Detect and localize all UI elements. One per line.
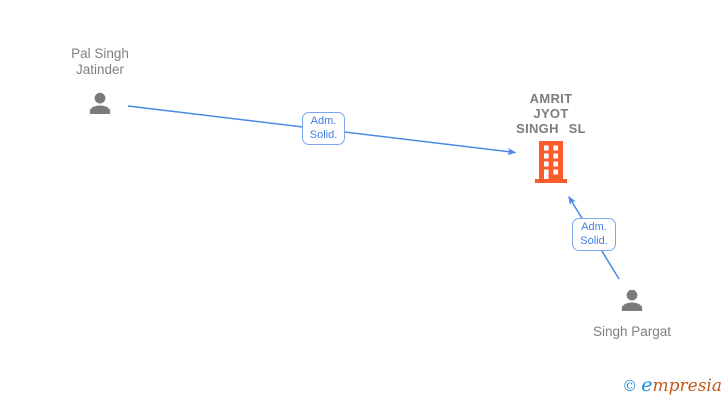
edge-label-adm-solid-1: Adm. Solid.	[302, 112, 345, 145]
person-icon	[587, 286, 677, 321]
node-person-singh-pargat[interactable]: Singh Pargat	[587, 286, 677, 340]
logo-brand-initial: e	[641, 374, 653, 396]
building-icon	[491, 141, 611, 188]
logo-brand-rest: mpresia	[652, 376, 723, 396]
empresia-logo[interactable]: ©empresia	[622, 374, 722, 396]
node-company-amrit-jyot-singh-sl[interactable]: AMRIT JYOT SINGH SL	[491, 91, 611, 188]
node-person-pal-singh-jatinder[interactable]: Pal Singh Jatinder	[54, 46, 146, 124]
person-name-label: Pal Singh Jatinder	[71, 46, 129, 77]
person-name-label: Singh Pargat	[592, 324, 672, 339]
copyright-icon: ©	[622, 377, 638, 395]
edge-label-adm-solid-2: Adm. Solid.	[572, 218, 616, 251]
person-icon	[54, 89, 146, 124]
company-name-label: AMRIT JYOT SINGH SL	[516, 91, 586, 136]
